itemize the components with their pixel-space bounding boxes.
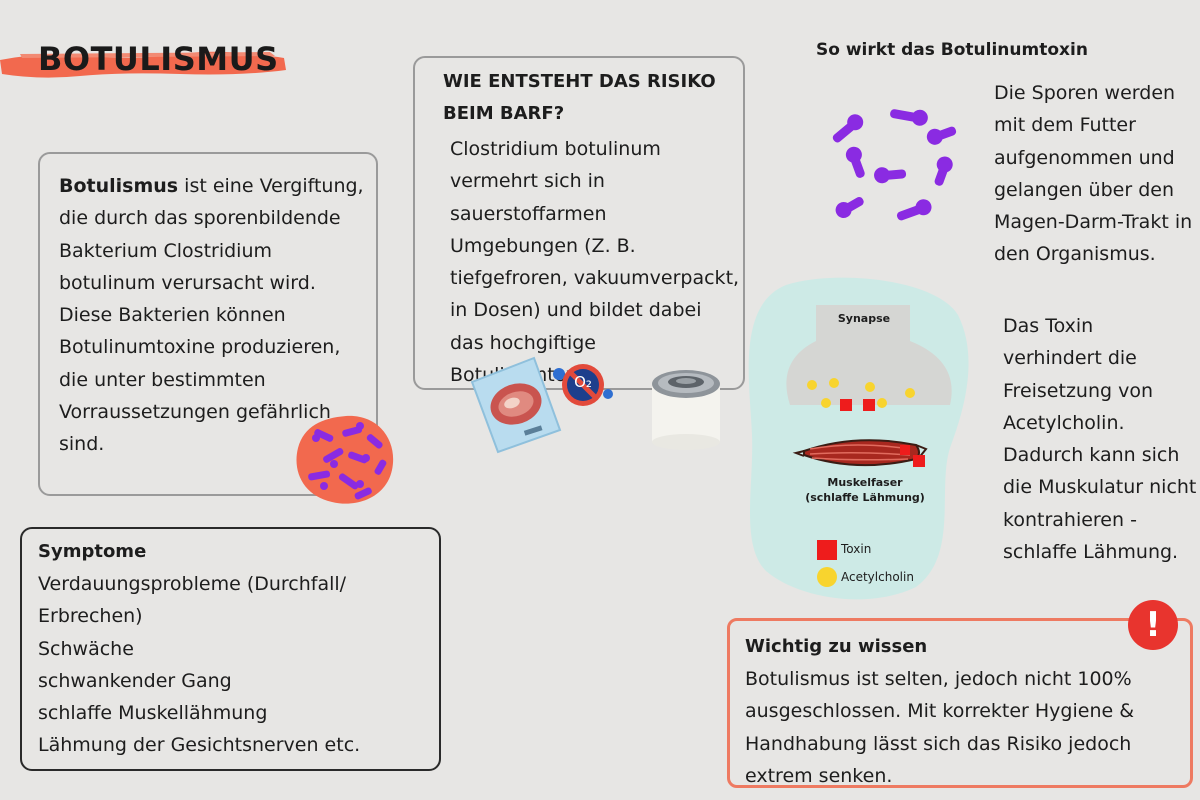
vacuum-meat-icon — [470, 356, 562, 454]
synapse-diagram — [748, 277, 969, 600]
no-oxygen-icon — [553, 364, 613, 406]
symptoms-list: Verdauungsprobleme (Durchfall/ Erbrechen… — [38, 568, 433, 762]
bacteria-blob-icon — [296, 415, 394, 504]
legend-acetylcholin: Acetylcholin — [841, 570, 914, 584]
important-text: Botulismus ist selten, jedoch nicht 100%… — [745, 668, 1135, 787]
intro-body: ist eine Vergiftung, die durch das spore… — [59, 175, 364, 456]
symptom-item: Verdauungsprobleme (Durchfall/ Erbrechen… — [38, 573, 347, 628]
intro-text: Botulismus ist eine Vergiftung, die durc… — [59, 170, 364, 461]
symptom-item: Schwäche — [38, 637, 134, 660]
page-title: BOTULISMUS — [38, 40, 279, 78]
toxin-text: Das Toxin verhindert die Freisetzung von… — [1003, 315, 1197, 564]
tin-can-icon — [652, 370, 720, 450]
legend-toxin: Toxin — [841, 542, 872, 556]
risk-heading: WIE ENTSTEHT DAS RISIKO BEIM BARF? — [443, 71, 716, 124]
intro-box — [38, 152, 378, 496]
spores-icon — [832, 109, 957, 221]
important-box — [727, 618, 1193, 788]
o2-label: O₂ — [574, 373, 592, 391]
spores-text: Die Sporen werden mit dem Futter aufgeno… — [994, 82, 1193, 266]
symptom-item: schwankender Gang — [38, 669, 232, 692]
muscle-label: Muskelfaser (schlaffe Lähmung) — [805, 476, 925, 504]
warning-icon: ! — [1128, 600, 1178, 650]
brush-stroke-icon — [0, 51, 286, 78]
symptoms-box — [20, 527, 441, 771]
symptom-item: schlaffe Muskellähmung — [38, 702, 268, 725]
synapse-label: Synapse — [837, 312, 891, 325]
important-heading: Wichtig zu wissen — [745, 636, 928, 657]
title-banner: BOTULISMUS — [0, 36, 290, 86]
symptom-item: Lähmung der Gesichtsnerven etc. — [38, 734, 361, 757]
risk-text: Clostridium botulinum vermehrt sich in s… — [450, 138, 740, 386]
mechanism-heading: So wirkt das Botulinumtoxin — [816, 40, 1088, 60]
intro-bold-term: Botulismus — [59, 175, 179, 197]
symptoms-heading: Symptome — [38, 541, 147, 562]
